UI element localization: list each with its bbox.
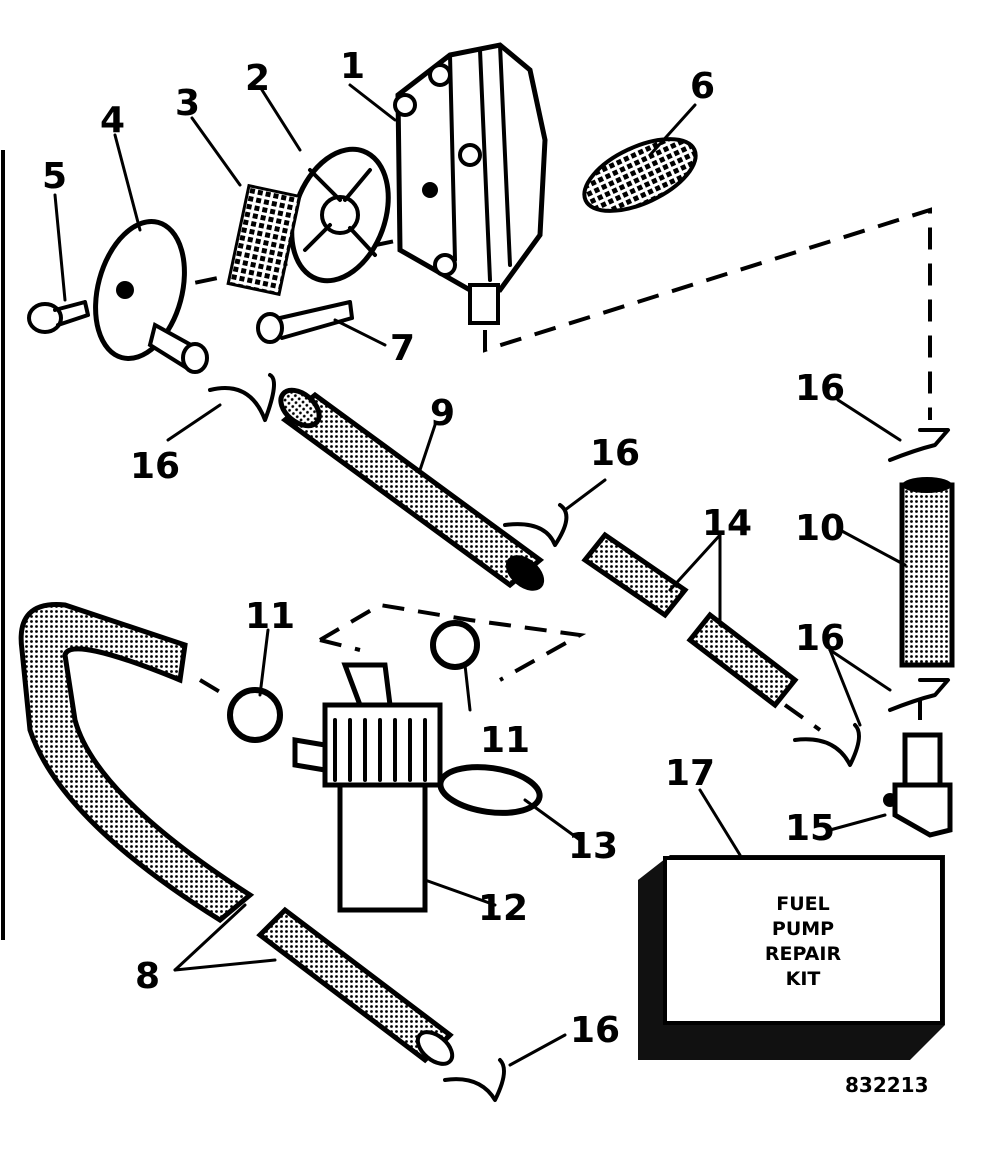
kit-line-4: KIT: [786, 968, 821, 990]
callout-labels: 1 2 3 4 5 6 7 8 9 10 11 11 12 13 14 15 1…: [42, 46, 845, 1051]
elbow-fitting: [883, 732, 953, 838]
cover-screw: [27, 300, 90, 334]
fuel-filter: [292, 662, 443, 913]
repair-kit-box: [638, 855, 945, 1060]
callout-10: 10: [795, 508, 845, 549]
fuel-pump-body: [393, 42, 548, 325]
fuel-screen: [226, 183, 302, 297]
callout-14: 14: [702, 503, 752, 544]
callout-16d: 16: [795, 618, 845, 659]
kit-line-2: PUMP: [772, 918, 834, 940]
callout-6: 6: [690, 66, 715, 107]
callout-16b: 16: [130, 446, 180, 487]
hose-14: [581, 531, 799, 709]
callout-9: 9: [430, 393, 455, 434]
pump-gasket: [582, 137, 698, 213]
callout-17: 17: [665, 753, 715, 794]
assembly-lines: [159, 207, 932, 732]
pump-cover: [93, 219, 209, 374]
callout-11b: 11: [480, 720, 530, 761]
leader-lines: [53, 83, 907, 1067]
clips-16: [208, 373, 950, 1102]
inline-filter: [899, 477, 955, 668]
hose-9: [278, 387, 545, 591]
callout-2: 2: [245, 58, 270, 99]
callout-12: 12: [478, 888, 528, 929]
callout-16e: 16: [570, 1010, 620, 1051]
callout-13: 13: [568, 826, 618, 867]
callout-15: 15: [785, 808, 835, 849]
callout-4: 4: [100, 100, 125, 141]
kit-line-3: REPAIR: [765, 943, 842, 965]
o-ring: [437, 764, 543, 816]
callout-16c: 16: [590, 433, 640, 474]
hose-8: [18, 602, 455, 1066]
clamps-11: [227, 620, 480, 743]
callout-5: 5: [42, 156, 67, 197]
figure-code: 832213: [845, 1073, 929, 1097]
callout-16a: 16: [795, 368, 845, 409]
callout-1: 1: [340, 46, 365, 87]
kit-line-1: FUEL: [776, 893, 830, 915]
callout-8: 8: [135, 956, 160, 997]
callout-3: 3: [175, 83, 200, 124]
callout-11a: 11: [245, 596, 295, 637]
kit-label: FUEL PUMP REPAIR KIT: [765, 893, 842, 990]
callout-7: 7: [390, 328, 415, 369]
